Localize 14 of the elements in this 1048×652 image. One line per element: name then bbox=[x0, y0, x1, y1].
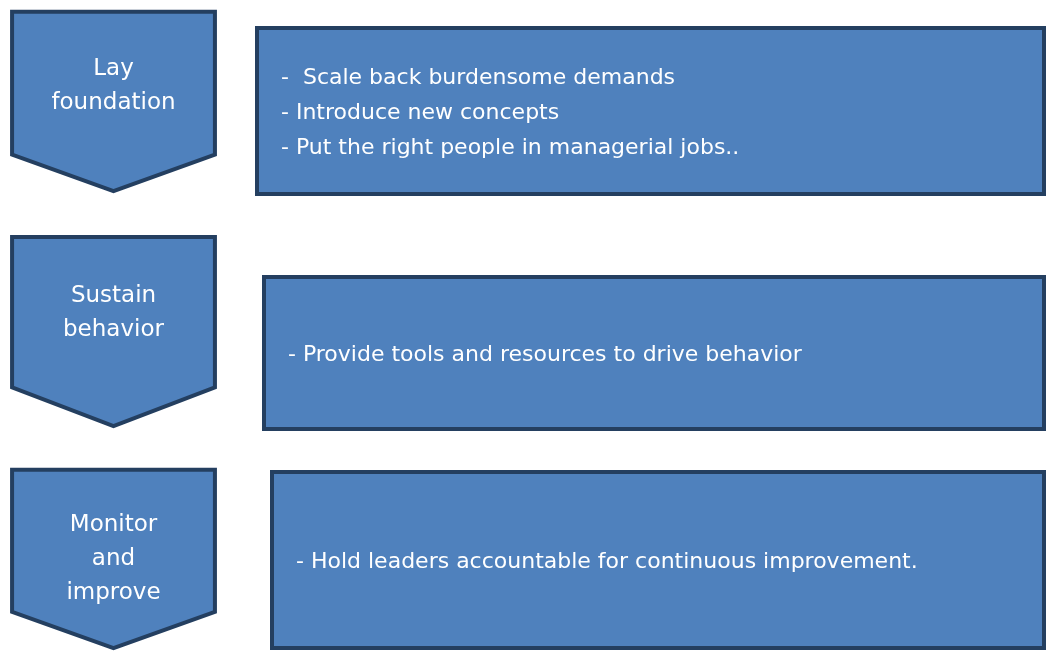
chevron-arrow bbox=[10, 468, 217, 650]
chevron-arrow bbox=[10, 10, 217, 193]
step-label: Monitor and improve bbox=[65, 509, 162, 606]
text-panel bbox=[262, 275, 1046, 431]
bullet-text: - Scale back burdensome demands bbox=[281, 62, 676, 91]
chevron-arrow bbox=[10, 235, 217, 428]
text-panel bbox=[255, 26, 1046, 196]
bullet-text: - Provide tools and resources to drive behavior bbox=[288, 339, 802, 368]
bullet-text: - Hold leaders accountable for continuous improvement. bbox=[296, 546, 918, 575]
bullet-text: - Put the right people in managerial jobs.. bbox=[281, 132, 740, 161]
bullet-text: - Introduce new concepts bbox=[281, 97, 560, 126]
text-panel bbox=[270, 470, 1046, 650]
step-label: Sustain behavior bbox=[62, 280, 165, 343]
step-label: Lay foundation bbox=[50, 53, 177, 116]
